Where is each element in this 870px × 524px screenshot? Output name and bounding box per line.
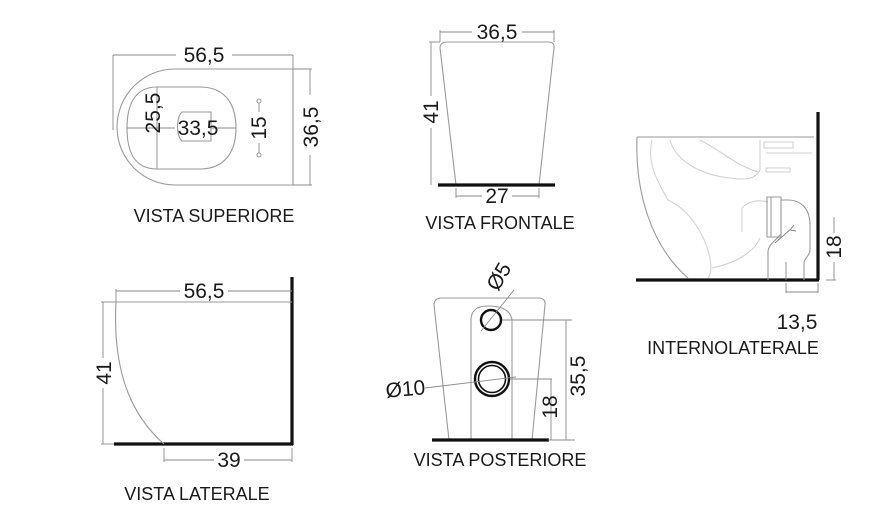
top-width-label: 36,5 [300, 107, 323, 148]
outlet-distance-label: 13,5 [777, 311, 818, 334]
front-height-label: 41 [420, 100, 443, 123]
top-view: 56,5 36,5 33,5 25,5 15 VISTA SUPERIORE [112, 44, 323, 226]
inlet-height-label: 35,5 [567, 356, 590, 397]
top-holes-label: 15 [248, 116, 271, 139]
fixing-hole-icon [256, 98, 262, 104]
top-view-caption: VISTA SUPERIORE [134, 206, 295, 226]
rear-view-caption: VISTA POSTERIORE [414, 450, 587, 470]
rear-view: Ø5 Ø10 35,5 18 VISTA POSTERIORE [385, 259, 590, 470]
side-profile [115, 301, 165, 445]
top-length-label: 56,5 [184, 44, 225, 67]
top-inner-length-label: 33,5 [178, 117, 219, 140]
top-view-drain [176, 111, 212, 142]
side-base-label: 39 [217, 449, 240, 472]
bowl-profile [636, 136, 689, 279]
side-height-label: 41 [93, 361, 116, 384]
side-view: 56,5 41 39 VISTA LATERALE [93, 277, 294, 504]
internal-side-view: 18 13,5 INTERNOLATERALE [636, 112, 846, 358]
front-base-label: 27 [485, 185, 508, 208]
front-width-label: 36,5 [477, 21, 518, 44]
rear-view-outline [433, 297, 546, 441]
outlet-height-label: 18 [823, 235, 846, 258]
front-view-outline [439, 41, 555, 186]
outlet-elbow [781, 199, 811, 280]
outlet-flange [766, 196, 782, 238]
side-length-label: 56,5 [184, 280, 225, 303]
internal-side-caption: INTERNOLATERALE [647, 338, 819, 358]
inlet-diameter-label: Ø5 [482, 259, 516, 295]
rear-channel [470, 305, 513, 440]
side-view-caption: VISTA LATERALE [124, 484, 269, 504]
fixing-hole-icon [256, 152, 262, 158]
front-view: 36,5 41 27 VISTA FRONTALE [420, 21, 575, 233]
outlet-hole-icon [473, 360, 511, 398]
top-view-outline [116, 68, 294, 186]
outlet-height-label: 18 [539, 395, 562, 418]
top-view-bowl [126, 86, 237, 170]
outlet-diameter-label: Ø10 [385, 376, 427, 402]
inlet-hole-icon [479, 308, 503, 332]
top-inner-width-label: 25,5 [142, 93, 165, 134]
front-view-caption: VISTA FRONTALE [425, 213, 574, 233]
